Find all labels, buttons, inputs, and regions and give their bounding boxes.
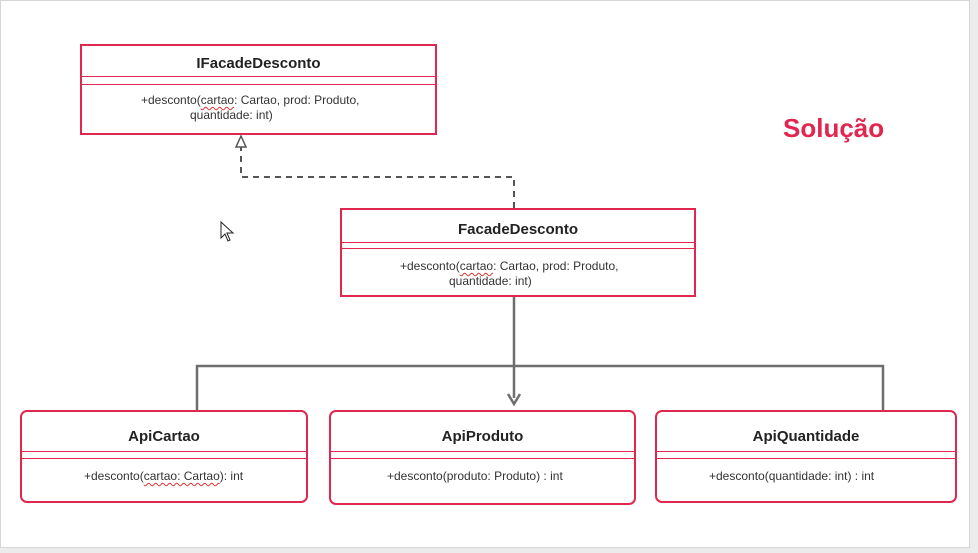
name-separator	[82, 76, 435, 77]
attributes-separator	[22, 458, 306, 459]
operation-line: +desconto(cartao: Cartao): int	[84, 469, 244, 483]
class-name: ApiQuantidade	[752, 428, 860, 445]
attributes-separator	[657, 458, 955, 459]
class-name: FacadeDesconto	[457, 221, 579, 238]
realization-arrowhead-icon	[234, 134, 248, 148]
operation-line: +desconto(quantidade: int) : int	[709, 469, 875, 483]
operation-line-1: +desconto(cartao: Cartao, prod: Produto,	[400, 259, 619, 273]
association-connectors	[195, 297, 885, 412]
class-name: IFacadeDesconto	[196, 55, 321, 72]
attributes-separator	[331, 458, 634, 459]
class-apiquantidade[interactable]: ApiQuantidade +desconto(quantidade: int)…	[655, 410, 957, 503]
name-separator	[331, 451, 634, 452]
interface-ifacadedesconto[interactable]: IFacadeDesconto +desconto(cartao: Cartao…	[80, 44, 437, 135]
operation-line-2: quantidade: int)	[449, 274, 532, 288]
attributes-separator	[82, 84, 435, 85]
realization-connector	[234, 134, 515, 208]
class-name: ApiCartao	[128, 428, 200, 445]
operation-line-1: +desconto(cartao: Cartao, prod: Produto,	[141, 93, 360, 107]
class-name: ApiProduto	[441, 428, 524, 445]
arrow-cursor-icon	[220, 220, 235, 242]
association-arrowhead-icon	[506, 393, 522, 407]
operation-line-2: quantidade: int)	[190, 108, 273, 122]
operation-line: +desconto(produto: Produto) : int	[387, 469, 563, 483]
class-apiproduto[interactable]: ApiProduto +desconto(produto: Produto) :…	[329, 410, 636, 505]
name-separator	[22, 451, 306, 452]
class-apicartao[interactable]: ApiCartao +desconto(cartao: Cartao): int	[20, 410, 308, 503]
name-separator	[342, 242, 694, 243]
operations: +desconto(cartao: Cartao, prod: Produto,…	[82, 93, 435, 123]
operations: +desconto(cartao: Cartao, prod: Produto,…	[342, 259, 694, 289]
name-separator	[657, 451, 955, 452]
slide-title: Solução	[783, 113, 885, 143]
attributes-separator	[342, 248, 694, 249]
class-facadedesconto[interactable]: FacadeDesconto +desconto(cartao: Cartao,…	[340, 208, 696, 297]
